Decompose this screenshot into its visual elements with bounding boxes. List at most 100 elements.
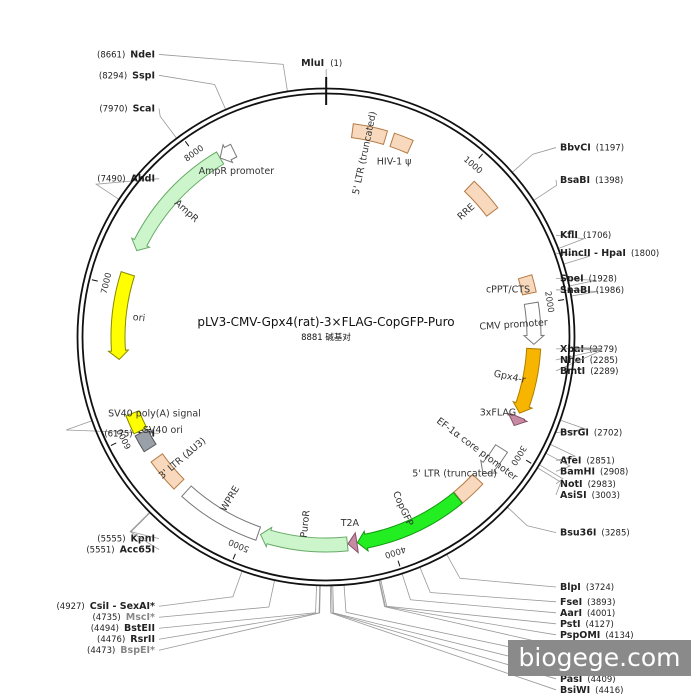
site-connector (555, 348, 602, 361)
site-position: (2851) (586, 456, 614, 466)
feature-cppt-cts (517, 274, 537, 296)
site-acc65i: Acc65I (120, 545, 155, 556)
feature-copgfp (356, 491, 463, 553)
site-noti: NotI (560, 479, 583, 490)
site-position: (4494) (91, 624, 119, 634)
site-blpi: BlpI (560, 582, 581, 593)
site-connector (332, 585, 557, 669)
site-connector (66, 420, 160, 434)
site-connector (94, 178, 160, 200)
site-afei: AfeI (560, 455, 581, 466)
site-position: (1800) (631, 249, 659, 259)
feature-label: CopGFP (390, 490, 415, 529)
feature-label: PuroR (299, 509, 313, 538)
site-position: (1398) (595, 176, 623, 186)
site-bsrgi: BsrGI (560, 428, 589, 439)
plasmid-title: pLV3-CMV-Gpx4(rat)-3×FLAG-CopGFP-Puro (197, 315, 454, 329)
site-ahdi: AhdI (131, 174, 155, 185)
feature-t2a (347, 531, 359, 554)
site-csii-sexai: CsiI - SexAI* (90, 601, 155, 612)
site-connector (158, 571, 243, 607)
site-connector (158, 585, 317, 629)
site-position: (4927) (56, 602, 84, 612)
site-position: (2285) (590, 356, 618, 366)
site-position: (2279) (589, 345, 617, 355)
site-connector (378, 580, 557, 647)
tick-mark (184, 141, 190, 147)
site-position: (7970) (99, 104, 127, 114)
site-position: (7490) (97, 175, 125, 185)
feature-sv40-ori (134, 428, 157, 453)
site-connector (555, 346, 602, 350)
site-connector (507, 507, 557, 534)
tick-mark (110, 442, 117, 447)
site-connector (343, 585, 557, 658)
site-fsei: FseI (560, 597, 582, 608)
feature-hiv-1 (389, 132, 414, 154)
tick-mark (558, 299, 565, 302)
tick-mark (232, 553, 236, 560)
feature-3-ltr-u3 (150, 453, 185, 490)
site-position: (4416) (595, 686, 623, 696)
site-connector (545, 453, 571, 472)
feature-label: CMV promoter (479, 317, 548, 332)
site-ndei: NdeI (130, 49, 155, 60)
feature-label: 5' LTR (truncated) (412, 469, 497, 480)
feature-label: Gpx4-r (493, 368, 527, 386)
site-bspei: BspEI* (120, 645, 155, 656)
site-position: (1706) (583, 231, 611, 241)
site-pasi: PasI (560, 674, 582, 685)
tick-label: 3000 (508, 443, 528, 467)
tick-mark (478, 153, 484, 159)
tick-label: 4000 (383, 544, 407, 560)
site-connector (555, 277, 597, 287)
site-snabi: SnaBI (560, 285, 591, 296)
site-connector (555, 234, 585, 249)
feature-layer (107, 123, 546, 554)
site-scai: ScaI (133, 103, 155, 114)
site-connector (380, 579, 557, 625)
site-aari: AarI (560, 608, 582, 619)
site-mlui: MluI (301, 58, 324, 69)
site-psti: PstI (560, 619, 581, 630)
site-connector (419, 567, 557, 603)
feature-label: T2A (340, 518, 360, 529)
feature-3xflag (507, 412, 529, 427)
site-position: (4001) (587, 609, 615, 619)
site-position: (6175) (104, 429, 132, 439)
site-connector (158, 74, 226, 110)
site-connector (158, 108, 177, 139)
site-connector (550, 444, 577, 461)
site-spei: SpeI (560, 273, 584, 284)
feature-label: 3xFLAG (480, 408, 516, 419)
site-hincii-hpai: HincII - HpaI (560, 248, 626, 259)
site-connector (129, 512, 160, 539)
site-nhei: NheI (560, 355, 585, 366)
site-connector (533, 179, 558, 201)
tick-mark (91, 279, 98, 282)
site-position: (4735) (92, 613, 120, 623)
site-position: (8661) (97, 50, 125, 60)
site-position: (2289) (590, 367, 618, 377)
feature-5-ltr-truncated (350, 123, 389, 146)
site-connector (446, 554, 557, 588)
plasmid-size: 8881 碱基对 (301, 332, 351, 343)
feature-gpx4-r (512, 347, 542, 414)
site-asisi: AsiSI (560, 490, 587, 501)
site-position: (8294) (99, 71, 127, 81)
backbone-layer (76, 76, 576, 587)
site-connector (158, 580, 275, 618)
site-position: (4409) (587, 675, 615, 685)
feature-wpre (181, 485, 262, 541)
feature-label: AmpR promoter (199, 166, 275, 177)
feature-puror (259, 526, 349, 553)
site-bbvci: BbvCI (560, 143, 591, 154)
tick-mark (397, 560, 401, 567)
feature-label: AmpR (172, 198, 201, 225)
site-connector (512, 147, 557, 173)
feature-sv40-poly-a-signal (125, 410, 148, 435)
site-connector (555, 348, 602, 372)
site-msci: MscI* (126, 612, 155, 623)
site-bsteii: BstEII (124, 623, 155, 634)
tick-mark (525, 459, 532, 464)
